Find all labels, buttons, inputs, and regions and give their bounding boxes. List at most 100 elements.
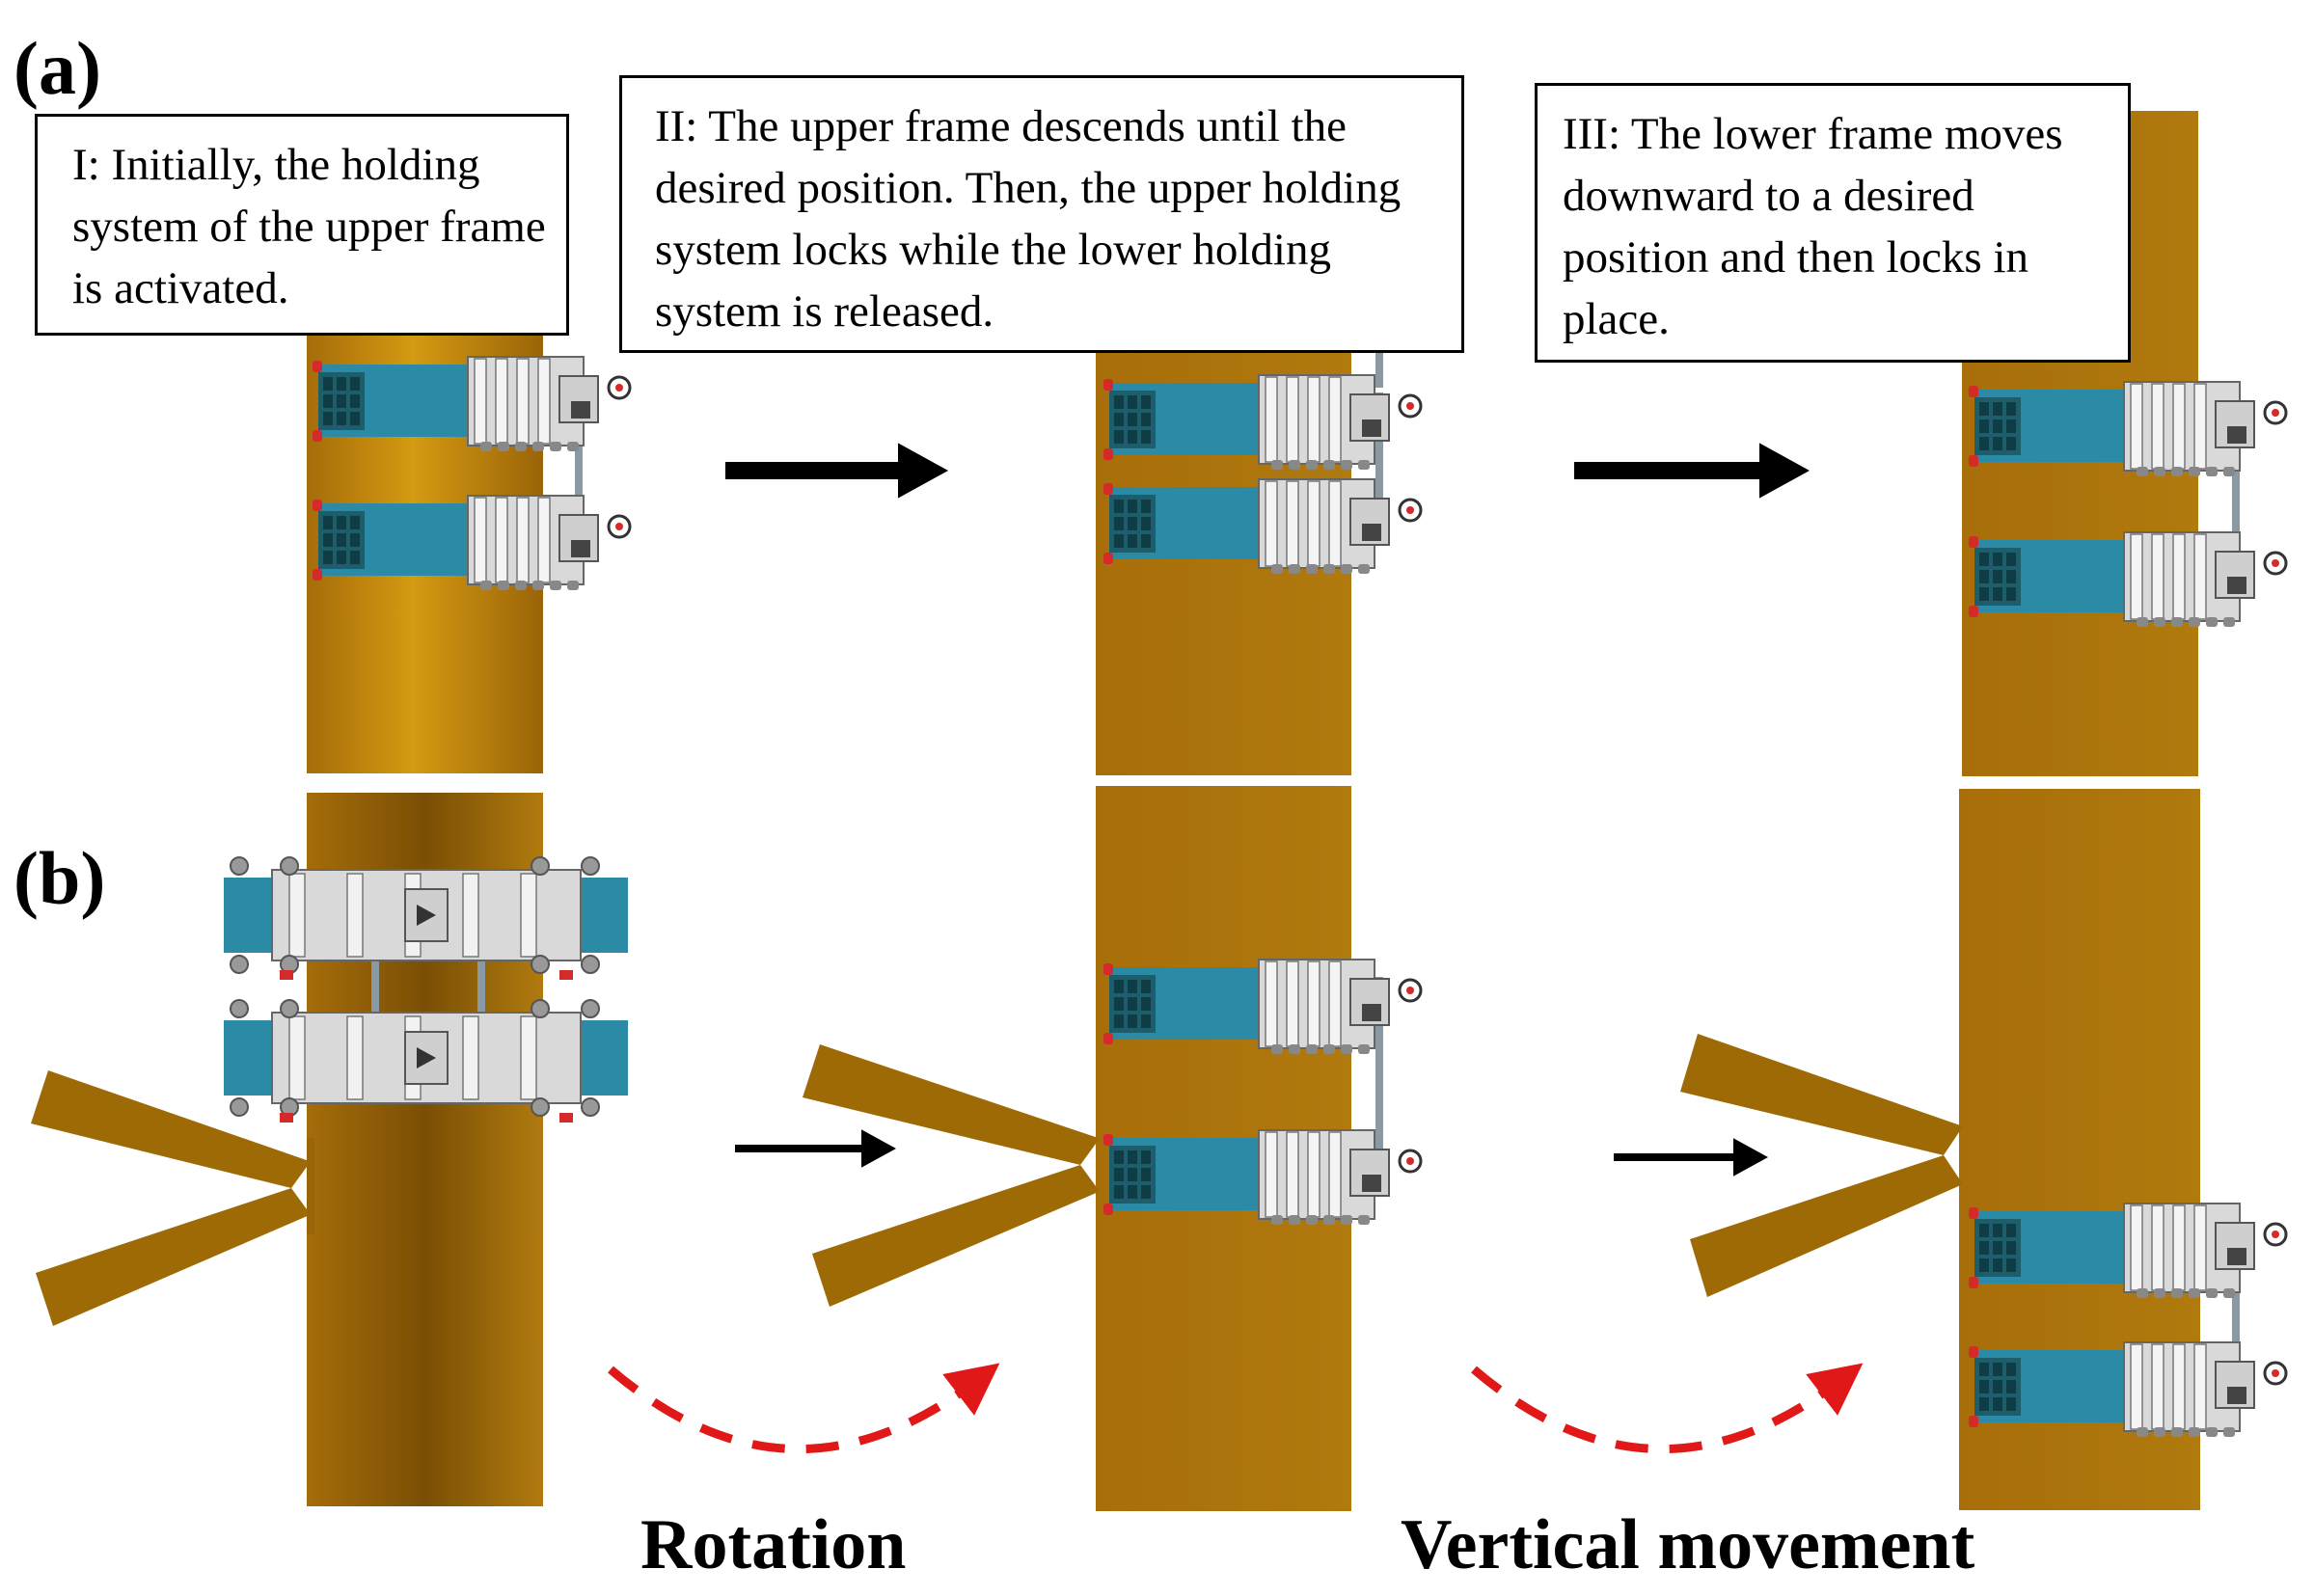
robot-a1-upper-roller <box>498 442 509 451</box>
robot-a3-upper-cell <box>2006 437 2016 450</box>
robot-b3-lower-cell <box>2006 1363 2016 1376</box>
robot-a2-lower-cell <box>1114 500 1124 513</box>
robot-a3-upper-bar <box>2130 383 2143 470</box>
robot-a2-upper-cell <box>1128 395 1137 409</box>
robot-b2-upper <box>1103 959 1423 1054</box>
robot-a2-lower-roller <box>1323 564 1335 574</box>
robot-a1-upper-roller <box>532 442 544 451</box>
robot-b3-lower-cell <box>2006 1397 2016 1411</box>
robot-a2-lower-bar <box>1286 480 1299 567</box>
robot-b3-upper-wheel-bottom <box>1969 1277 1978 1288</box>
robot-b3-upper-bar <box>2151 1204 2164 1291</box>
robot-a1-upper-cell <box>350 377 360 391</box>
robot-b1-upper <box>224 856 628 980</box>
robot-b3-upper-cell <box>2006 1258 2016 1272</box>
panel-b-label: (b) <box>14 836 106 920</box>
robot-a1-lower-wheel-bottom <box>313 569 322 581</box>
arrow-b-1-head <box>861 1129 896 1168</box>
robot-a2-rod <box>1375 392 1383 545</box>
branch-1-joint <box>307 1138 314 1234</box>
robot-b2-upper-cell <box>1141 980 1151 993</box>
robot-a1-lower-hub <box>615 523 623 530</box>
robot-b3-lower-bar <box>2151 1343 2164 1430</box>
robot-b2-upper-cell <box>1128 1014 1137 1028</box>
robot-b3-upper-wheel-top <box>1969 1207 1978 1219</box>
robot-a3-lower-roller <box>2154 617 2165 627</box>
robot-b3-rod <box>2232 1221 2240 1408</box>
robot-a3-lower-roller <box>2171 617 2183 627</box>
robot-b1-lower-wheel <box>581 999 600 1018</box>
robot-a2-upper-hub <box>1406 402 1414 410</box>
robot-a2-lower-roller <box>1341 564 1352 574</box>
robot-b3-upper-gear <box>2227 1248 2246 1265</box>
robot-a1-upper-wheel-bottom <box>313 430 322 442</box>
robot-a2-lower-cell <box>1141 500 1151 513</box>
robot-a3-upper-cell <box>1993 419 2002 433</box>
robot-b3-upper-roller <box>2189 1288 2200 1298</box>
robot-a3-upper <box>1969 381 2288 476</box>
arrow-b-2-shaft <box>1614 1153 1733 1161</box>
robot-a1-upper-cell <box>323 377 333 391</box>
robot-a2-lower-bar <box>1265 480 1278 567</box>
robot-b1-upper-wheel <box>230 856 249 876</box>
robot-a2-upper-roller <box>1271 460 1283 470</box>
robot-b3-lower-cell <box>1979 1380 1989 1393</box>
robot-a2-lower-cell <box>1141 534 1151 548</box>
robot-a2-lower-cell <box>1141 517 1151 530</box>
branch-3-upper-arm <box>1680 1034 1963 1155</box>
robot-b1-upper-bar <box>346 873 364 958</box>
robot-b3-lower-bar <box>2130 1343 2143 1430</box>
robot-a3-upper-cell <box>2006 402 2016 416</box>
robot-a3-lower-roller <box>2223 617 2235 627</box>
robot-b2-lower <box>1103 1129 1423 1225</box>
robot-b2-lower-bar <box>1307 1131 1320 1218</box>
robot-b1-upper-wheel <box>531 955 550 974</box>
robot-a3-lower-bar <box>2130 533 2143 620</box>
robot-b3-upper-cell <box>1979 1224 1989 1237</box>
right-arrow-icon <box>735 1129 896 1168</box>
robot-b1-lower-wheel <box>531 1097 550 1117</box>
robot-b1-upper-wheel <box>531 856 550 876</box>
robot-a3-upper-roller <box>2154 467 2165 476</box>
robot-b1-rod-right <box>477 887 485 1070</box>
robot-b2-upper-roller <box>1306 1044 1318 1054</box>
robot-a3-rod <box>2232 399 2240 598</box>
robot-b2-upper-roller <box>1341 1044 1352 1054</box>
robot-a2-lower-cell <box>1128 517 1137 530</box>
arrow-b-1-shaft <box>735 1145 861 1152</box>
robot-a1-lower-bar <box>537 497 551 583</box>
robot-b2-upper-gear <box>1362 1004 1381 1021</box>
right-arrow-icon <box>1614 1138 1768 1177</box>
robot-b3-upper-cell <box>1993 1241 2002 1255</box>
robot-b2-upper-bar <box>1328 960 1342 1047</box>
rotation-caption: Rotation <box>640 1505 907 1584</box>
robot-a3-lower-roller <box>2206 617 2218 627</box>
robot-a3-upper-cell <box>2006 419 2016 433</box>
robot-b3-upper-bar <box>2193 1204 2207 1291</box>
robot-a3-lower-cell <box>1993 553 2002 566</box>
robot-a1-lower-cell <box>337 516 346 529</box>
robot-a2-upper-cell <box>1114 430 1124 444</box>
robot-a3-lower-hub <box>2272 559 2279 567</box>
robot-a2-lower-bar <box>1328 480 1342 567</box>
robot-b2-upper-roller <box>1271 1044 1283 1054</box>
robot-a2-upper <box>1103 374 1423 470</box>
robot-a1-lower-bar <box>516 497 530 583</box>
robot-a1-upper <box>313 356 632 451</box>
branch-1-lower-arm <box>36 1188 311 1326</box>
robot-a3-upper-roller <box>2171 467 2183 476</box>
robot-a2-lower-roller <box>1289 564 1300 574</box>
robot-a2-rod-top <box>1375 349 1383 388</box>
robot-a1-upper-cell <box>323 412 333 425</box>
robot-a1-upper-cell <box>337 394 346 408</box>
robot-b1-lower-wheel <box>531 999 550 1018</box>
robot-b3-upper-roller <box>2154 1288 2165 1298</box>
robot-a3-upper-cell <box>1979 419 1989 433</box>
robot-a3-upper-wheel-bottom <box>1969 455 1978 467</box>
step-box-III: III: The lower frame moves downward to a… <box>1535 83 2131 363</box>
robot-a3-lower-cell <box>2006 570 2016 583</box>
robot-a1-lower-bar <box>495 497 508 583</box>
robot-a3-upper-gear <box>2227 426 2246 444</box>
robot-a3-upper-cell <box>1993 437 2002 450</box>
